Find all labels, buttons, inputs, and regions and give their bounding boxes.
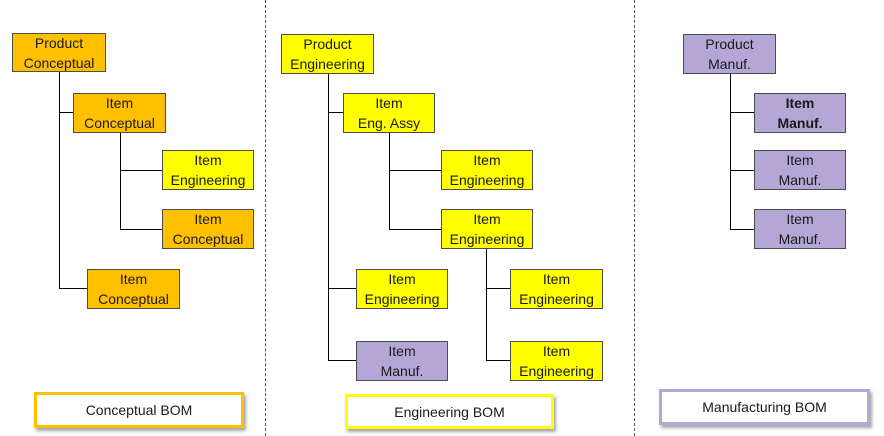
- connector-line: [120, 229, 162, 230]
- node-label-line1: Item: [542, 271, 571, 287]
- node-label-line2: Conceptual: [84, 115, 155, 131]
- node-label-line2: Engineering: [519, 363, 594, 379]
- node-label-line2: Engineering: [449, 172, 525, 188]
- item-engineering-node: Item Engineering: [162, 150, 254, 190]
- node-label-line2: Conceptual: [172, 231, 244, 247]
- connector-line: [486, 288, 510, 289]
- node-label-line1: Item: [194, 152, 222, 168]
- connector-line: [389, 229, 441, 230]
- node-label-line2: Conceptual: [23, 54, 95, 71]
- connector-line: [120, 170, 162, 171]
- node-label-line2: Eng. Assy: [357, 115, 421, 131]
- connector-line: [120, 132, 121, 230]
- node-label-line2: Engineering: [364, 291, 440, 307]
- item-engineering-node: Item Engineering: [356, 269, 448, 309]
- node-label-line1: Item: [375, 95, 403, 111]
- item-engineering-node: Item Engineering: [510, 269, 603, 309]
- node-label-line1: Item: [542, 343, 571, 359]
- separator-line: [634, 0, 635, 436]
- node-label-line1: Item: [194, 211, 222, 227]
- node-label-line1: Item: [473, 211, 501, 227]
- connector-line: [328, 288, 356, 289]
- node-label-line2: Engineering: [449, 231, 525, 247]
- node-label-line1: Product: [34, 34, 84, 51]
- node-label-line2: Engineering: [519, 291, 594, 307]
- node-label-line2: Manuf.: [708, 56, 751, 72]
- node-label-line2: Engineering: [290, 56, 365, 72]
- item-conceptual-node: Item Conceptual: [87, 269, 180, 309]
- connector-line: [730, 229, 754, 230]
- node-label-line1: Product: [303, 36, 352, 52]
- node-label-line1: Item: [786, 211, 814, 227]
- node-label-line1: Item: [388, 343, 416, 359]
- node-label-line2: Manuf.: [778, 172, 822, 188]
- node-label-line2: Manuf.: [380, 363, 424, 379]
- connector-line: [59, 112, 73, 113]
- connector-line: [389, 170, 441, 171]
- caption-text: Conceptual BOM: [85, 402, 193, 418]
- node-label-line2: Manuf.: [777, 115, 823, 131]
- connector-line: [486, 360, 510, 361]
- connector-line: [328, 360, 356, 361]
- node-label-line1: Item: [786, 152, 814, 168]
- caption-text: Manufacturing BOM: [702, 399, 827, 415]
- item-eng-assy-node: Item Eng. Assy: [343, 93, 435, 133]
- product-engineering-node: Product Engineering: [281, 34, 374, 74]
- item-engineering-node: Item Engineering: [441, 150, 533, 190]
- node-label-line2: Engineering: [170, 172, 246, 188]
- engineering-bom-caption: Engineering BOM: [345, 394, 554, 429]
- item-engineering-node: Item Engineering: [510, 341, 603, 381]
- item-engineering-node: Item Engineering: [441, 209, 533, 249]
- node-label-line1: Item: [119, 271, 148, 287]
- conceptual-bom-caption: Conceptual BOM: [34, 392, 244, 428]
- caption-text: Engineering BOM: [394, 403, 505, 420]
- item-conceptual-node: Item Conceptual: [73, 93, 166, 133]
- node-label-line1: Item: [473, 152, 501, 168]
- node-label-line1: Item: [785, 95, 815, 111]
- connector-line: [730, 170, 754, 171]
- node-label-line2: Manuf.: [778, 231, 822, 247]
- separator-line: [265, 0, 266, 436]
- manufacturing-bom-caption: Manufacturing BOM: [659, 389, 870, 425]
- connector-line: [59, 71, 60, 289]
- node-label-line1: Item: [105, 95, 134, 111]
- connector-line: [730, 112, 754, 113]
- connector-line: [59, 288, 87, 289]
- item-manuf-node: Item Manuf.: [754, 93, 846, 133]
- connector-line: [328, 112, 343, 113]
- node-label-line1: Product: [705, 36, 754, 52]
- item-manuf-node: Item Manuf.: [754, 209, 846, 249]
- product-manuf-node: Product Manuf.: [683, 34, 776, 74]
- item-manuf-node: Item Manuf.: [754, 150, 846, 190]
- connector-line: [730, 74, 731, 230]
- node-label-line2: Conceptual: [98, 291, 169, 307]
- item-manuf-node: Item Manuf.: [356, 341, 448, 381]
- product-conceptual-node: Product Conceptual: [12, 33, 106, 72]
- connector-line: [486, 249, 487, 361]
- item-conceptual-node: Item Conceptual: [162, 209, 254, 249]
- connector-line: [389, 132, 390, 230]
- connector-line: [328, 74, 329, 361]
- node-label-line1: Item: [388, 271, 416, 287]
